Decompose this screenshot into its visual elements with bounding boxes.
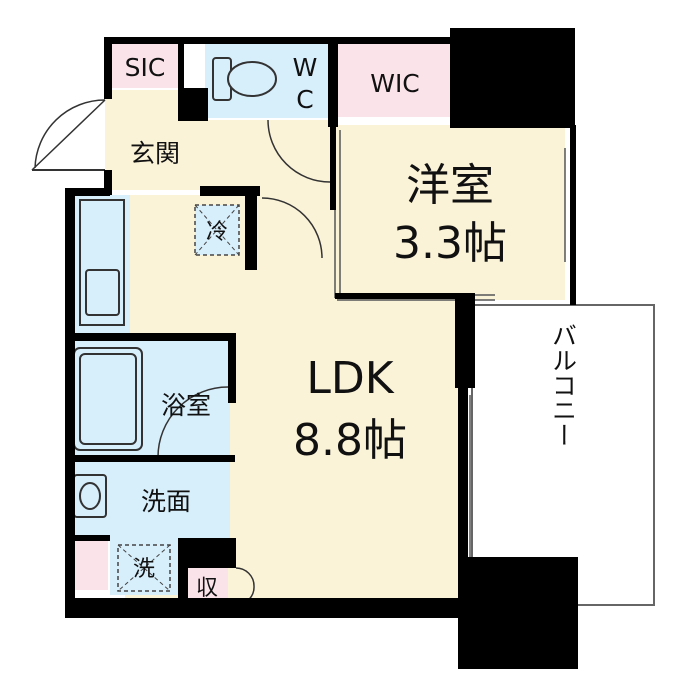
fridge-label: 冷	[206, 220, 228, 245]
corridor-floor	[200, 120, 335, 195]
wic-label: WIC	[370, 69, 420, 98]
kitchen-counter	[72, 195, 130, 333]
sic-label: SIC	[125, 53, 166, 82]
wc-label-w: W	[293, 53, 318, 82]
fridge-space	[194, 204, 240, 256]
toilet-icon	[212, 57, 277, 101]
ldk-size: 8.8帖	[293, 415, 407, 466]
western-room-name: 洋室	[406, 160, 494, 211]
balcony-label: バルコニー	[549, 323, 578, 448]
laundry-label: 洗	[133, 557, 155, 582]
wic-closet	[338, 42, 453, 117]
kitchen-counter-icon	[79, 199, 125, 326]
western-room-size: 3.3帖	[393, 218, 507, 269]
sic-closet	[110, 42, 180, 88]
washroom-label: 洗面	[141, 487, 191, 516]
wc-label-c: C	[296, 85, 313, 114]
laundry-side-closet	[70, 540, 108, 590]
ldk-name: LDK	[306, 353, 394, 404]
entrance-label: 玄関	[130, 139, 180, 168]
bathroom-area	[70, 340, 230, 457]
door-swings	[31, 99, 331, 606]
storage-label: 収	[196, 576, 218, 601]
bath-label: 浴室	[161, 391, 211, 420]
walls	[65, 28, 578, 669]
laundry-space	[117, 544, 171, 592]
western-room-floor	[335, 125, 565, 300]
